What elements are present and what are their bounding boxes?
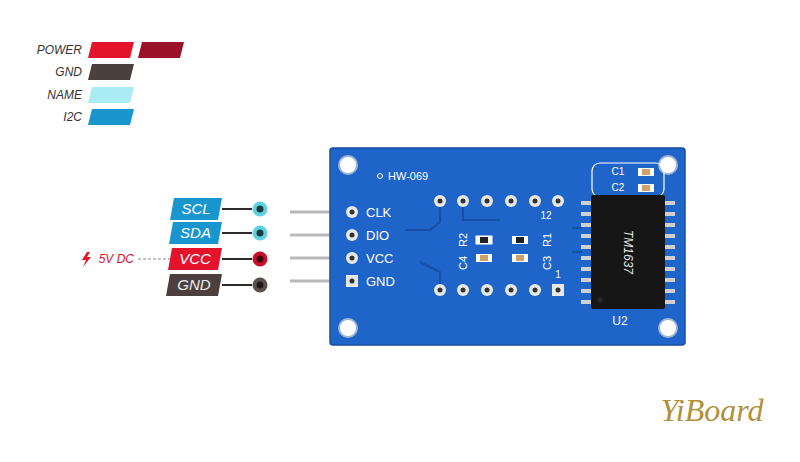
dashed-leader [138,258,174,259]
pin-label: SDA [171,222,220,244]
pin-name: CLK [366,206,391,219]
power-swatch-dark [138,42,184,58]
legend-text: POWER [37,44,82,56]
legend-swatch [88,42,134,58]
board-model: HW-069 [388,171,428,182]
header-pads [346,206,358,287]
legend-row: NAME [0,86,186,104]
pad-number: 12 [540,211,551,221]
legend-row: I2C [0,108,186,126]
header-pins [290,212,332,281]
legend-swatch [88,87,134,103]
pin-tag: GND [166,274,222,296]
pin-label: VCC [170,248,220,270]
part-ref: R2 [458,233,469,247]
part-ref: U2 [612,315,627,327]
pin-name: VCC [366,252,393,265]
part-ref: C4 [458,256,469,270]
silk-dot [378,174,383,179]
part-ref: R1 [542,233,553,247]
pin-tag: SDA [169,222,222,244]
pin-name: DIO [366,229,389,242]
legend-row: GND [0,63,186,81]
part-ref: C1 [612,167,625,177]
terminal-dots [253,202,268,293]
pin-tag: SCL [170,198,222,220]
legend-swatch [88,109,134,125]
tag-fill [170,198,222,220]
pin-label: GND [168,274,219,296]
legend-text: I2C [63,111,82,123]
pin-tag: VCC [168,248,222,270]
lightning-icon [82,252,91,267]
legend-swatch [88,64,134,80]
part-ref: C2 [612,183,625,193]
pin-label: SCL [172,198,219,220]
tag-fill [168,248,222,270]
voltage-note: 5V DC [99,253,134,265]
legend-text: GND [55,66,82,78]
pad-number: 1 [555,270,561,280]
part-ref: C3 [542,256,553,270]
watermark: YiBoard [660,394,763,426]
pcb-board [330,148,685,345]
tag-fill [166,274,222,296]
leader-wires [222,209,252,285]
pin-name: GND [366,275,395,288]
chip-marking: TM1637 [622,230,634,274]
tm1637-chip [581,195,675,309]
tag-fill [169,222,222,244]
pcb-traces [405,207,582,284]
legend-text: NAME [47,89,82,101]
mounting-holes [339,156,677,337]
display-pads [434,195,564,296]
legend-row: POWER [0,41,186,59]
